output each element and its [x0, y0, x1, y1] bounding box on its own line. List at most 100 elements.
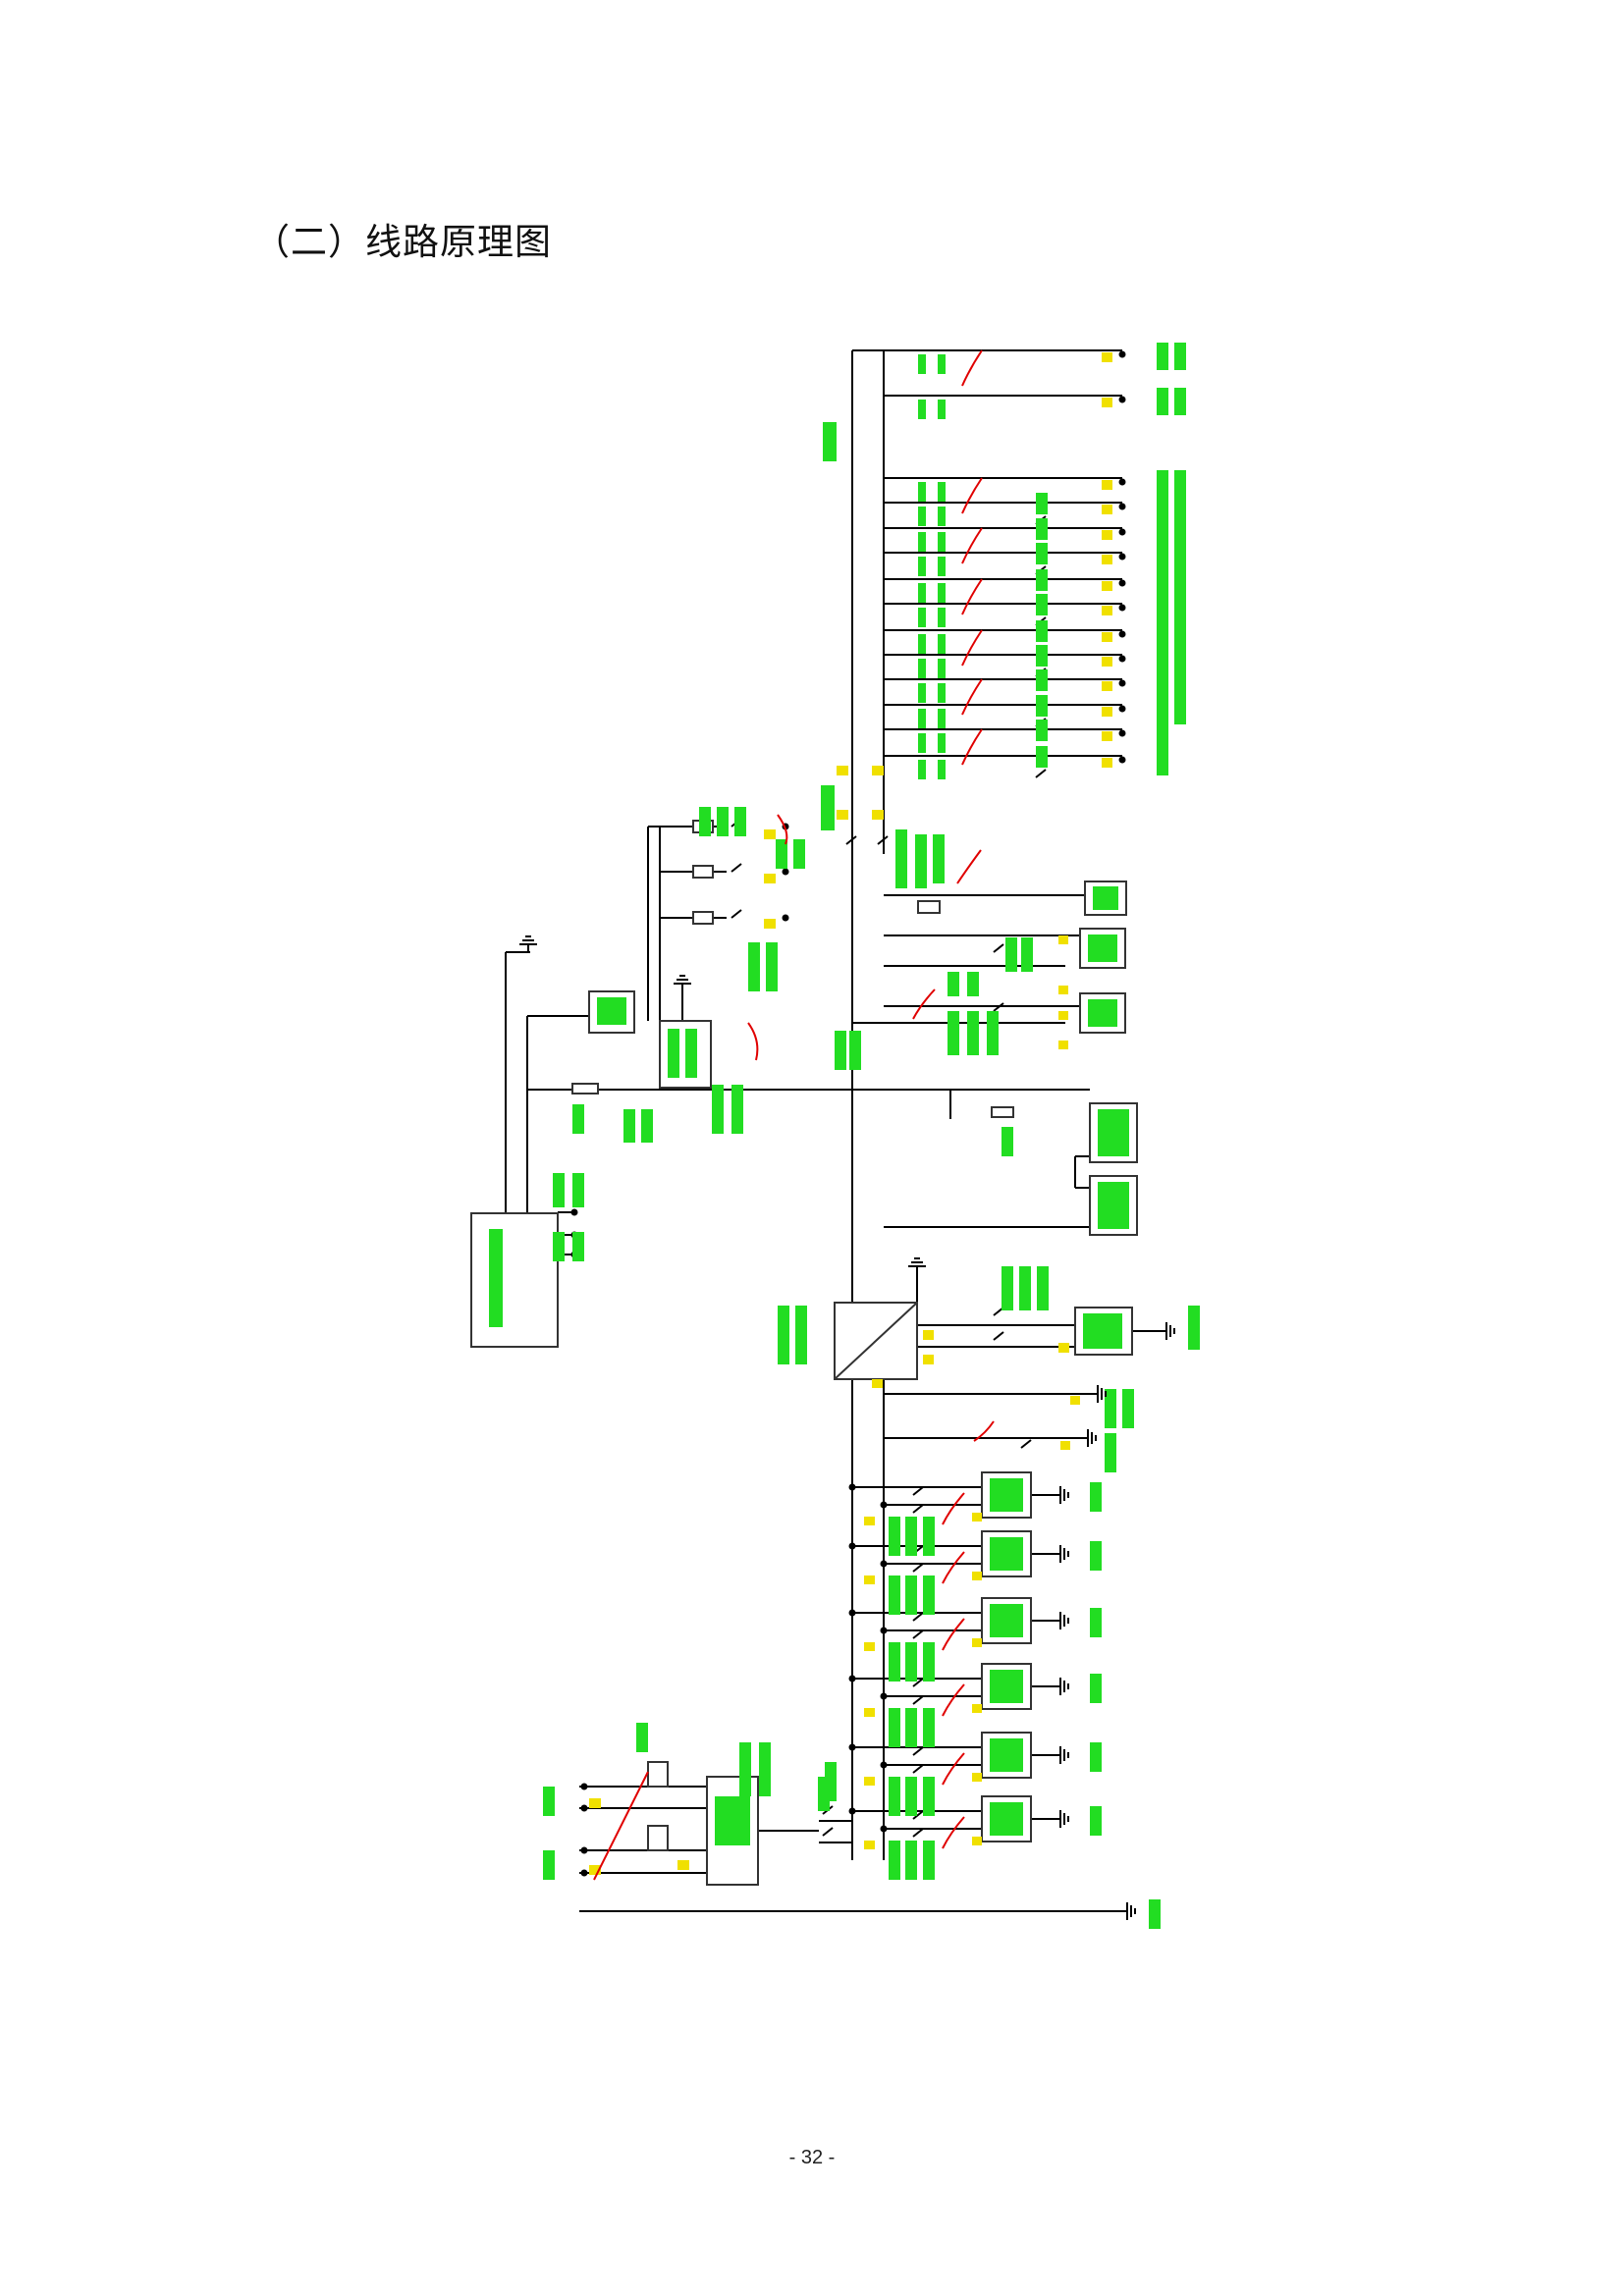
terminal-block	[972, 1837, 982, 1845]
device-label	[923, 1517, 935, 1556]
fuse	[571, 1083, 599, 1095]
device-label	[1157, 647, 1168, 674]
device-label	[489, 1229, 503, 1327]
ground-symbol	[1119, 1902, 1136, 1920]
terminal-block	[972, 1773, 982, 1782]
junction-dot	[880, 1825, 888, 1833]
ground-symbol	[1053, 1545, 1069, 1563]
device-label	[938, 683, 946, 703]
device-label	[938, 659, 946, 678]
fuse	[917, 900, 941, 914]
interlock-arrow	[942, 1752, 965, 1786]
fuse	[991, 1106, 1014, 1118]
device-label	[918, 583, 926, 603]
device-label	[918, 634, 926, 654]
device-label	[889, 1575, 900, 1615]
device-label	[938, 583, 946, 603]
device-label	[1088, 934, 1117, 962]
terminal-block	[1102, 505, 1112, 514]
junction-dot	[1118, 579, 1126, 587]
fuse	[692, 865, 714, 879]
device-label	[1036, 569, 1048, 591]
device-label	[938, 709, 946, 728]
junction-dot	[880, 1692, 888, 1700]
device-label	[990, 1738, 1023, 1772]
interlock-arrows	[593, 349, 995, 1881]
device-label	[1001, 1127, 1013, 1156]
terminal-block	[1102, 480, 1112, 490]
interlock-arrow	[961, 629, 983, 667]
terminal-block	[837, 810, 848, 820]
device-label	[938, 532, 946, 552]
contact-frame	[647, 1761, 669, 1788]
ground-symbol	[1053, 1612, 1069, 1629]
terminal-blocks	[589, 352, 1112, 1875]
device-label	[636, 1723, 648, 1752]
device-label	[923, 1575, 935, 1615]
terminal-block	[1102, 758, 1112, 768]
terminal-block	[923, 1330, 934, 1340]
terminal-block	[1102, 530, 1112, 540]
device-label	[923, 1777, 935, 1816]
junction-dot	[1118, 729, 1126, 737]
device-label	[685, 1029, 697, 1078]
device-label	[1174, 596, 1186, 623]
interlock-arrow	[747, 1022, 759, 1061]
device-label	[1093, 886, 1118, 910]
device-label	[990, 1478, 1023, 1512]
device-label	[818, 1777, 830, 1811]
device-label	[1090, 1482, 1102, 1512]
device-label	[967, 1011, 979, 1055]
device-label	[543, 1787, 555, 1816]
terminal-block	[1058, 1041, 1068, 1049]
device-label	[918, 400, 926, 419]
device-label	[1036, 669, 1048, 691]
terminal-block	[1102, 681, 1112, 691]
device-label	[938, 733, 946, 753]
device-label	[1090, 1541, 1102, 1571]
terminal-block	[872, 810, 884, 820]
device-label	[572, 1232, 584, 1261]
terminal-block	[1102, 398, 1112, 407]
terminal-block	[1060, 1441, 1070, 1450]
device-label	[712, 1085, 724, 1134]
ground-symbol	[1080, 1429, 1097, 1447]
terminal-block	[972, 1513, 982, 1522]
terminal-block	[864, 1517, 875, 1525]
junction-dot	[580, 1804, 588, 1812]
device-label	[1174, 697, 1186, 724]
device-label	[990, 1604, 1023, 1637]
device-label	[1157, 495, 1168, 522]
terminal-block	[1058, 1343, 1069, 1353]
device-label	[543, 1850, 555, 1880]
device-label	[1088, 999, 1117, 1027]
junction-dot	[1118, 655, 1126, 663]
switch-contact	[912, 1764, 924, 1774]
device-label	[1098, 1109, 1129, 1156]
junction-dot	[848, 1743, 856, 1751]
contact-frame	[647, 1825, 669, 1851]
device-label	[766, 942, 778, 991]
junction-dot	[848, 1807, 856, 1815]
ground-symbol	[1090, 1385, 1107, 1403]
device-label	[1090, 1806, 1102, 1836]
device-label	[795, 1306, 807, 1364]
device-label	[938, 507, 946, 526]
terminal-block	[589, 1798, 601, 1808]
interlock-arrow	[956, 849, 982, 884]
device-label	[1174, 495, 1186, 522]
ground-symbol	[1053, 1810, 1069, 1828]
junction-dot	[580, 1846, 588, 1854]
device-label	[990, 1802, 1023, 1836]
device-label	[933, 834, 945, 883]
ground-symbol	[1053, 1746, 1069, 1764]
junction-dot	[1118, 630, 1126, 638]
device-label	[905, 1517, 917, 1556]
junction-dot	[848, 1609, 856, 1617]
interlock-arrow	[961, 477, 983, 514]
terminal-block	[1102, 731, 1112, 741]
device-label	[923, 1642, 935, 1682]
device-label	[889, 1777, 900, 1816]
junction-dot	[1118, 604, 1126, 612]
